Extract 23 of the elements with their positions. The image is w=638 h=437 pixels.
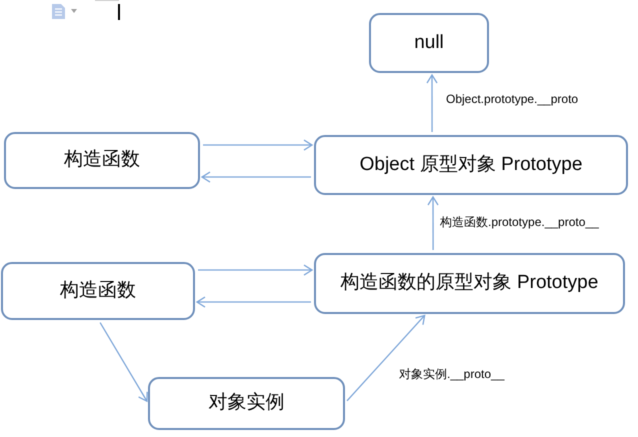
process-box xyxy=(314,135,628,195)
edge-label: 对象实例.__proto__ xyxy=(399,367,504,382)
box-label: Object 原型对象 Prototype xyxy=(360,154,582,176)
box-label: 构造函数 xyxy=(64,149,140,172)
arrow xyxy=(196,296,311,308)
arrow xyxy=(100,322,148,402)
arrow xyxy=(346,314,426,402)
arrow xyxy=(201,171,311,183)
process-box xyxy=(369,13,489,73)
edge-label: Object.prototype.__proto xyxy=(446,92,578,107)
process-box xyxy=(148,377,345,430)
arrow xyxy=(203,139,313,151)
box-label: 对象实例 xyxy=(208,392,284,415)
box-label: 构造函数的原型对象 Prototype xyxy=(340,272,598,295)
process-box xyxy=(4,132,200,189)
box-label: 构造函数 xyxy=(60,280,136,302)
arrow xyxy=(427,196,439,250)
arrow xyxy=(198,264,313,276)
edge-label: 构造函数.prototype.__proto__ xyxy=(440,215,599,230)
arrow xyxy=(426,74,438,132)
process-box xyxy=(314,253,625,314)
box-label: null xyxy=(414,32,444,54)
process-box xyxy=(1,262,195,320)
